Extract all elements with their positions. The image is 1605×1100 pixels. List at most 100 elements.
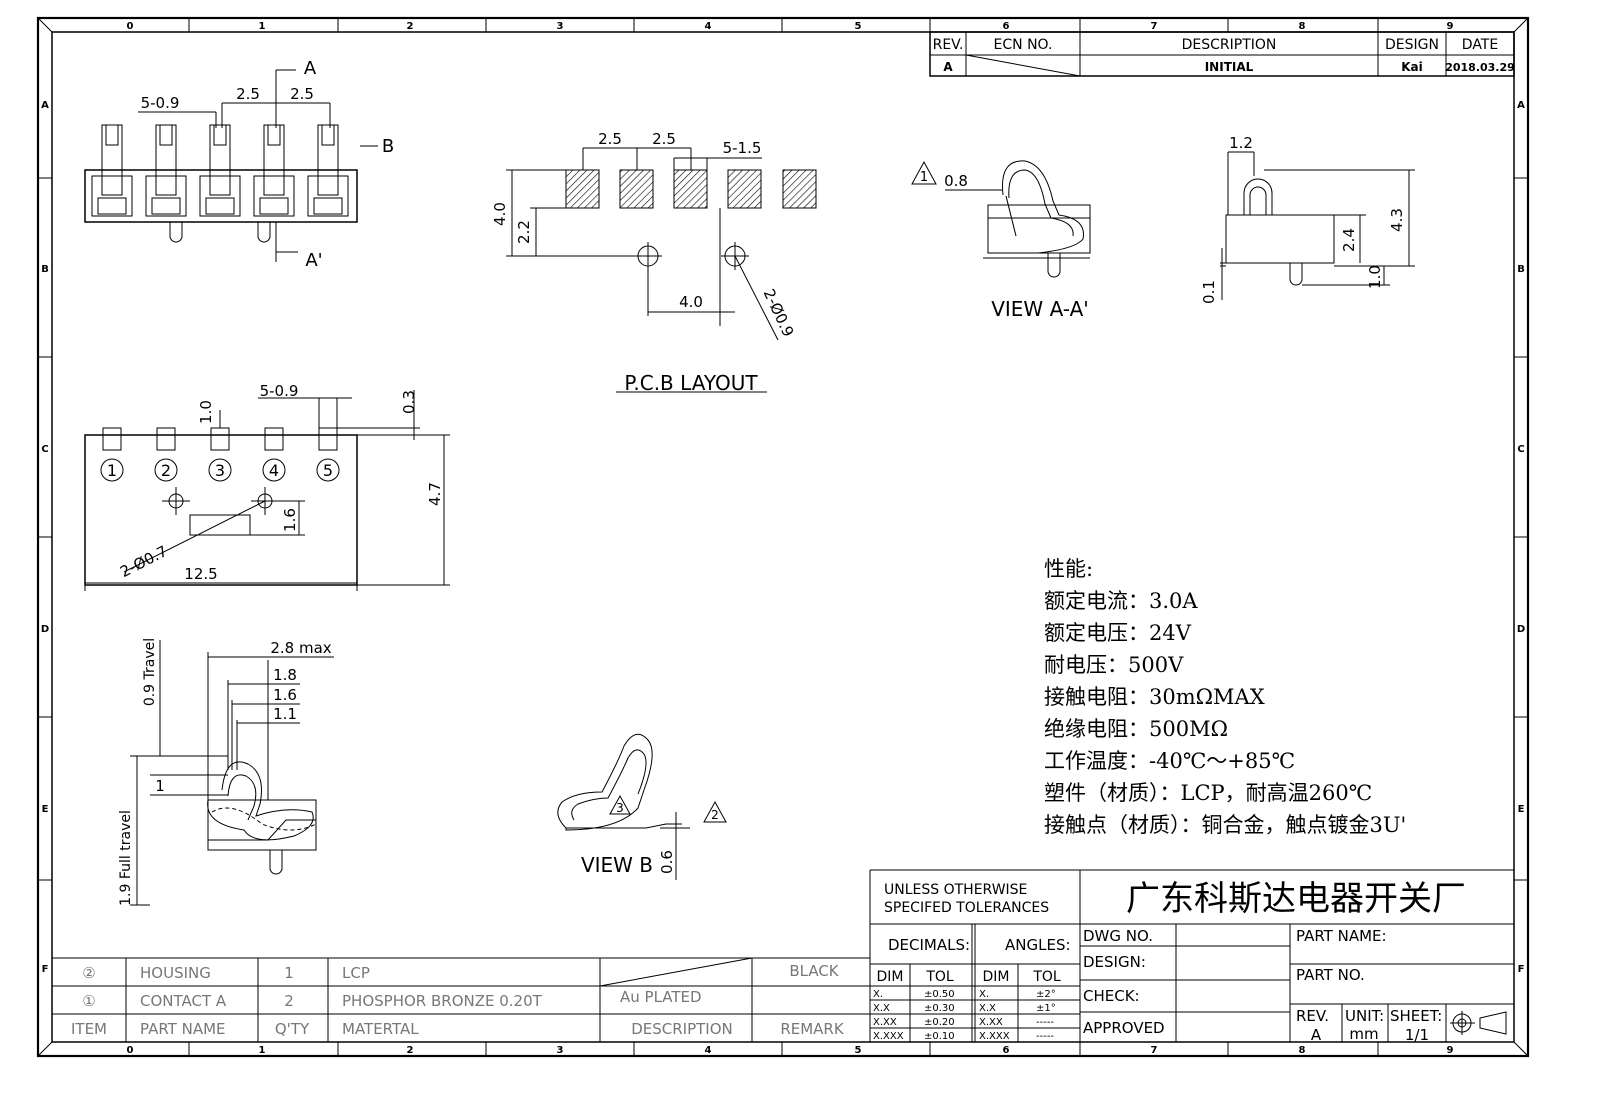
- top-dim-gap: 0.3: [400, 390, 418, 414]
- angles-label: ANGLES:: [1005, 936, 1071, 954]
- spec-contact-material: 接触点（材质）：铜合金，触点镀金3U': [1044, 813, 1406, 837]
- sheet-label: SHEET:: [1390, 1007, 1442, 1025]
- ang-row-3-dim: X.XX: [979, 1017, 1003, 1028]
- bill-of-materials: ② HOUSING 1 LCP BLACK ① CONTACT A 2 PHOS…: [52, 870, 871, 1042]
- spec-rated-current: 额定电流：3.0A: [1044, 589, 1198, 613]
- ang-row-1-dim: X.: [979, 989, 989, 1000]
- travel-dim-one: 1: [155, 777, 165, 795]
- top-dim-pitch-label: 5-0.9: [260, 382, 299, 400]
- zone-side-e: E: [42, 804, 49, 815]
- dec-row-1-tol: ±0.50: [924, 989, 955, 1000]
- drawing-frame: 0 1 2 3 4 5 6 7 8 9 0 1 2 3 4 5 6 7 8 9 …: [36, 16, 1530, 1058]
- side-dim-total: 4.3: [1388, 208, 1406, 232]
- rev-header-design: DESIGN: [1385, 37, 1439, 53]
- zone-top-6: 6: [1003, 21, 1010, 32]
- position-5: 5: [323, 461, 333, 480]
- revision-block: REV. ECN NO. DESCRIPTION DESIGN DATE A I…: [929, 31, 1515, 77]
- bom-row-contact-material: PHOSPHOR BRONZE 0.20T: [342, 992, 543, 1010]
- ang-row-2-dim: X.X: [979, 1003, 996, 1014]
- section-label-a: A: [304, 58, 317, 79]
- spec-housing-material: 塑件（材质）：LCP，耐高温260℃: [1044, 781, 1372, 805]
- rev-label: REV.: [1296, 1007, 1329, 1025]
- spec-rated-voltage: 额定电压：24V: [1044, 621, 1192, 645]
- ang-row-1-tol: ±2°: [1036, 989, 1056, 1000]
- zone-bottom-5: 5: [855, 1045, 862, 1056]
- bom-row-contact-name: CONTACT A: [140, 992, 227, 1010]
- decimals-label: DECIMALS:: [888, 936, 970, 954]
- rev-row-date: 2018.03.29: [1445, 61, 1515, 74]
- angles-tol-header: TOL: [1032, 969, 1061, 985]
- zone-top-1: 1: [259, 21, 266, 32]
- spec-withstand-voltage: 耐电压：500V: [1044, 653, 1184, 677]
- top-dim-pad-width: 1.0: [197, 400, 215, 424]
- check-label: CHECK:: [1083, 987, 1140, 1005]
- position-1: 1: [107, 461, 117, 480]
- rev-header-date: DATE: [1462, 37, 1498, 53]
- zone-bottom-2: 2: [407, 1045, 414, 1056]
- spec-operating-temperature: 工作温度：-40℃～+85℃: [1044, 749, 1295, 773]
- zone-side-e-right: E: [1518, 804, 1525, 815]
- view-b-dim: 0.6: [658, 850, 676, 874]
- side-view: 1.2 4.3 2.4 1.0 0.1: [1200, 134, 1415, 304]
- zone-side-a: A: [41, 100, 49, 111]
- travel-dim-1-8: 1.8: [273, 666, 297, 684]
- travel-dim-travel: 0.9 Travel: [142, 638, 158, 706]
- company-name: 广东科斯达电器开关厂: [1126, 879, 1466, 919]
- bom-row-housing-material: LCP: [342, 964, 370, 982]
- dec-row-2-dim: X.X: [873, 1003, 890, 1014]
- bom-row-housing-qty: 1: [284, 964, 294, 982]
- view-b-note-3: 3: [616, 801, 624, 815]
- ang-row-4-dim: X.XXX: [979, 1031, 1010, 1042]
- zone-top-2: 2: [407, 21, 414, 32]
- zone-top-4: 4: [705, 21, 712, 32]
- position-3: 3: [215, 461, 225, 480]
- bom-row-housing-remark: BLACK: [789, 962, 839, 980]
- part-no-label: PART NO.: [1296, 966, 1365, 984]
- zone-side-b-right: B: [1517, 264, 1525, 275]
- bom-header-item: ITEM: [71, 1020, 107, 1038]
- ang-row-3-tol: -----: [1036, 1017, 1054, 1028]
- bom-header-remark: REMARK: [780, 1020, 845, 1038]
- dec-row-4-dim: X.XXX: [873, 1031, 904, 1042]
- zone-side-d-right: D: [1517, 624, 1525, 635]
- decimals-dim-header: DIM: [877, 969, 904, 985]
- pcb-dim-pitch1: 2.5: [598, 130, 622, 148]
- spec-insulation-resistance: 绝缘电阻：500MΩ: [1044, 717, 1228, 741]
- ang-row-4-tol: -----: [1036, 1031, 1054, 1042]
- zone-side-c: C: [41, 444, 48, 455]
- top-dim-peg: 1.6: [281, 508, 299, 532]
- zone-side-a-right: A: [1517, 100, 1525, 111]
- front-dim-pitch2: 2.5: [290, 85, 314, 103]
- unit-value: mm: [1349, 1025, 1378, 1043]
- bom-header-qty: Q'TY: [275, 1020, 310, 1038]
- dec-row-2-tol: ±0.30: [924, 1003, 955, 1014]
- spec-contact-resistance: 接触电阻：30mΩMAX: [1044, 685, 1265, 709]
- top-dim-width: 12.5: [184, 565, 217, 583]
- pcb-dim-offset: 2.2: [515, 220, 533, 244]
- zone-bottom-4: 4: [705, 1045, 712, 1056]
- angles-dim-header: DIM: [983, 969, 1010, 985]
- bom-row-housing-item: ②: [82, 964, 95, 982]
- zone-top-0: 0: [127, 21, 134, 32]
- bom-header-material: MATERTAL: [342, 1020, 419, 1038]
- side-dim-peg: 1.0: [1366, 265, 1384, 289]
- travel-dim-max: 2.8 max: [270, 639, 331, 657]
- bom-row-contact-description: Au PLATED: [620, 988, 702, 1006]
- sheet-value: 1/1: [1405, 1026, 1429, 1044]
- pcb-dim-holes: 2-Ø0.9: [760, 286, 798, 339]
- travel-view: 2.8 max 1.8 1.6 1.1 1 0.9 Travel 1.9 Ful…: [118, 638, 334, 906]
- zone-bottom-6: 6: [1003, 1045, 1010, 1056]
- bom-row-contact-item: ①: [82, 992, 95, 1010]
- front-dim-pitch-label: 5-0.9: [141, 94, 180, 112]
- side-dim-body: 2.4: [1340, 228, 1358, 252]
- side-dim-standoff: 0.1: [1200, 280, 1218, 304]
- zone-bottom-3: 3: [557, 1045, 564, 1056]
- zone-bottom-7: 7: [1151, 1045, 1158, 1056]
- bom-header-description: DESCRIPTION: [631, 1020, 733, 1038]
- zone-bottom-0: 0: [127, 1045, 134, 1056]
- rev-row-rev: A: [943, 60, 953, 74]
- dec-row-1-dim: X.: [873, 989, 883, 1000]
- travel-dim-1-1: 1.1: [273, 705, 297, 723]
- pcb-dim-hole-span: 4.0: [679, 293, 703, 311]
